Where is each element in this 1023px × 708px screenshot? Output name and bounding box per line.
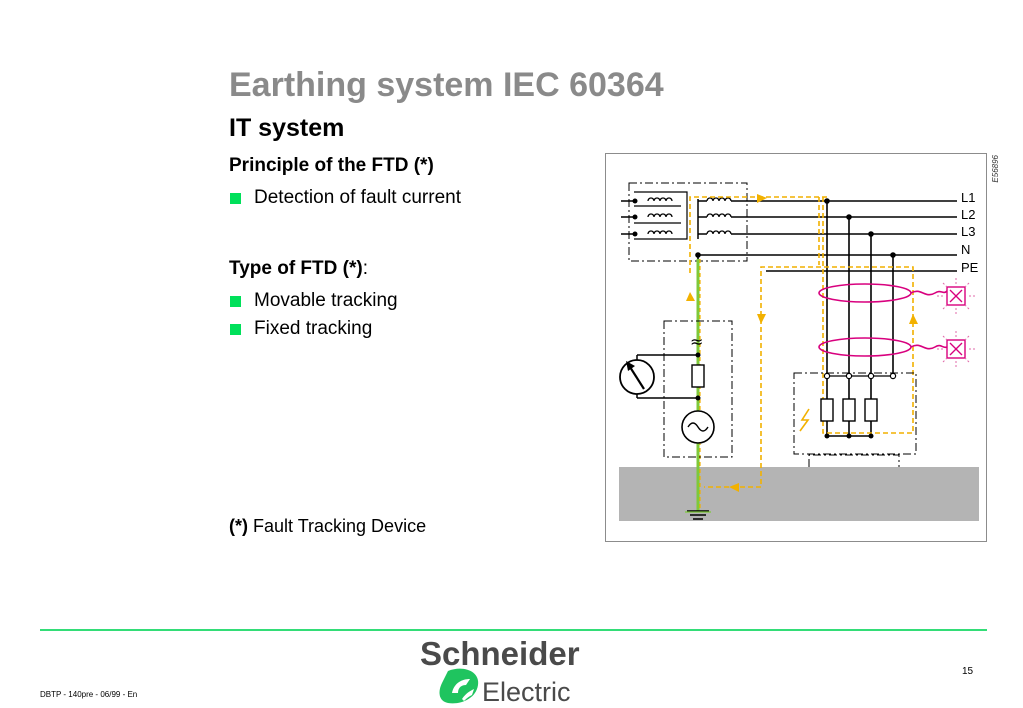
line-label-l3: L3	[961, 224, 975, 239]
logo-wordmark-bottom: Electric	[482, 677, 571, 707]
diagram-drawing: L1 L2 L3 N PE	[619, 182, 979, 521]
fault-spark-icon	[799, 408, 810, 432]
bullet-square-icon	[230, 323, 241, 335]
bullet-item: Fixed tracking	[229, 318, 372, 340]
load-enclosure	[793, 372, 917, 455]
bullet-item: Movable tracking	[229, 290, 398, 312]
bullet-text: Movable tracking	[254, 290, 398, 311]
transformer-enclosure	[628, 182, 748, 262]
document-reference: DBTP - 140pre - 06/99 - En	[40, 690, 138, 699]
load-resistors	[820, 398, 878, 422]
bullet-square-icon	[230, 295, 241, 307]
line-label-l2: L2	[961, 207, 975, 222]
load-feeders	[826, 201, 894, 436]
line-label-pe: PE	[961, 260, 979, 275]
fault-current-arrows	[686, 194, 918, 492]
lamp-icon	[937, 331, 975, 367]
detection-clamp	[818, 283, 948, 357]
section-heading-type: Type of FTD (*):	[229, 258, 368, 280]
logo-wordmark-top: Schneider	[420, 635, 580, 672]
logo-mark-icon	[439, 668, 479, 704]
footnote-text: Fault Tracking Device	[253, 516, 427, 536]
lamp-icon	[937, 278, 975, 314]
line-label-l1: L1	[961, 190, 975, 205]
bullet-square-icon	[230, 192, 241, 204]
line-label-n: N	[961, 242, 970, 257]
earth-symbol-icon	[687, 510, 709, 520]
fault-current-path	[689, 196, 914, 488]
ac-source-symbol: ≈	[690, 332, 703, 351]
bullet-text: Fixed tracking	[254, 318, 373, 339]
footnote: (*) Fault Tracking Device	[229, 516, 426, 537]
page-number: 15	[962, 666, 974, 677]
schneider-electric-logo: Schneider Electric	[420, 635, 580, 707]
transformer-coil-icon	[647, 197, 673, 235]
transformer-coil-icon	[706, 197, 732, 235]
ground-slab	[619, 467, 979, 521]
diagram-reference-code: E56896	[991, 155, 1000, 183]
section-heading-text: Type of FTD (*)	[229, 258, 363, 279]
footer-divider	[40, 629, 987, 631]
bullet-item: Detection of fault current	[229, 187, 461, 209]
page-subtitle: IT system	[229, 114, 345, 142]
page-title: Earthing system IEC 60364	[229, 66, 664, 104]
it-system-diagram: L1 L2 L3 N PE	[605, 153, 987, 542]
ftd-injector-enclosure	[663, 320, 733, 458]
section-heading-principle: Principle of the FTD (*)	[229, 155, 434, 176]
footnote-marker: (*)	[229, 516, 248, 536]
section-heading-suffix: :	[362, 258, 368, 279]
primary-winding-frame	[634, 191, 688, 240]
resistor	[691, 364, 705, 388]
bullet-text: Detection of fault current	[254, 187, 461, 208]
